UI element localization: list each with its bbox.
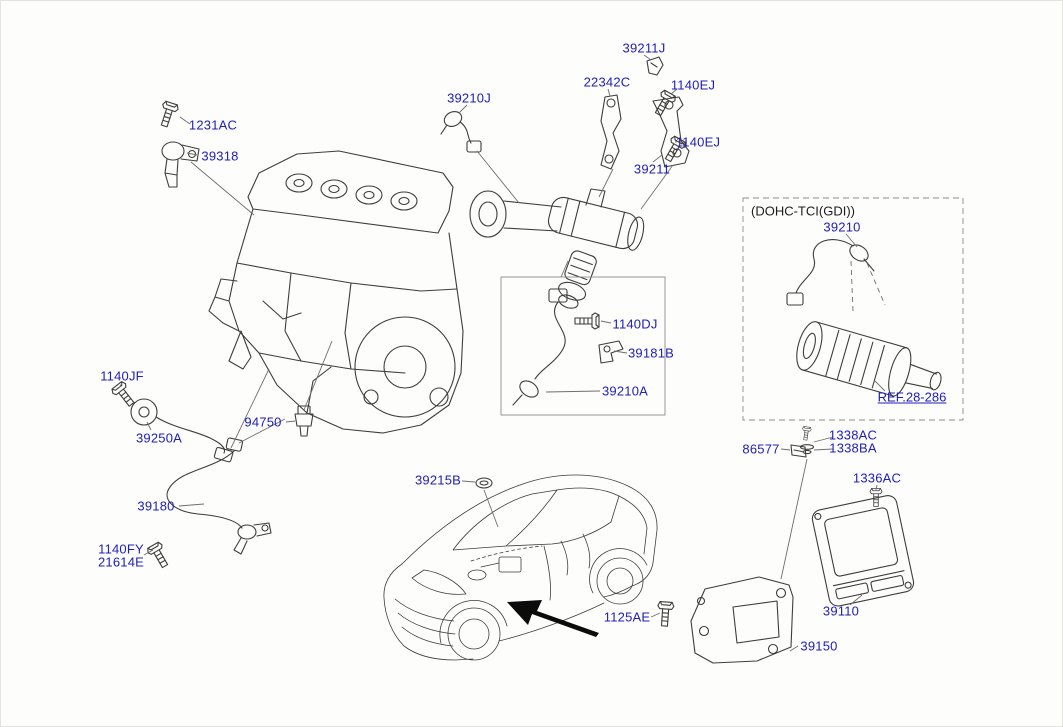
- part-label-1140ej-5[interactable]: 1140EJ: [670, 77, 716, 93]
- camshaft-sensor-drawing: [161, 141, 200, 188]
- part-label-39150-24[interactable]: 39150: [800, 638, 838, 654]
- part-label-1140dj-9[interactable]: 1140DJ: [612, 316, 658, 332]
- part-label-39215b-18[interactable]: 39215B: [414, 472, 462, 488]
- clip-86577-drawing: [790, 444, 807, 458]
- leader-lines: [118, 54, 886, 652]
- grommet-drawing: [475, 477, 493, 489]
- part-label-39210-8[interactable]: 39210: [823, 219, 861, 235]
- crankshaft-sensor-harness-drawing: [166, 437, 272, 555]
- part-label-1140fy-16[interactable]: 1140FY: [98, 541, 144, 557]
- oxygen-sensor-39210a-drawing: [500, 276, 666, 416]
- oxygen-sensor-39210-drawing: [786, 239, 875, 306]
- part-label-94750-14[interactable]: 94750: [244, 414, 282, 430]
- part-label-1338ba-21[interactable]: 1338BA: [829, 440, 877, 456]
- part-label-39250a-13[interactable]: 39250A: [135, 430, 183, 446]
- part-label-39180-15[interactable]: 39180: [137, 498, 175, 514]
- part-label-1125ae-25[interactable]: 1125AE: [603, 609, 651, 625]
- washer-1338-drawing: [799, 444, 815, 455]
- knock-sensor-drawing: [130, 398, 234, 463]
- car-drawing: [383, 474, 658, 661]
- clip-39211j-drawing: [646, 56, 664, 76]
- bolt-1231ac: [156, 100, 180, 129]
- ref-link[interactable]: REF.28-286: [877, 389, 947, 405]
- oxygen-sensor-39210j-drawing: [440, 111, 482, 153]
- part-label-1231ac-0[interactable]: 1231AC: [188, 117, 238, 133]
- part-label-39210j-2[interactable]: 39210J: [447, 90, 491, 106]
- bolt-1140fy: [145, 540, 173, 571]
- part-label-1140jf-12[interactable]: 1140JF: [100, 368, 144, 384]
- part-label-1338ac-20[interactable]: 1338AC: [828, 427, 878, 443]
- bolt-1140jf: [109, 379, 139, 410]
- ecu-drawing: [811, 495, 915, 607]
- ecu-bracket-drawing: [690, 576, 794, 664]
- engine-drawing: [208, 150, 464, 434]
- bracket-22342c-drawing: [600, 94, 622, 170]
- part-label-1336ac-22[interactable]: 1336AC: [852, 470, 902, 486]
- exhaust-assembly-drawing: [469, 188, 645, 309]
- part-label-39181b-10[interactable]: 39181B: [627, 345, 675, 361]
- part-label-39110-23[interactable]: 39110: [822, 603, 860, 619]
- oil-pressure-switch-drawing: [294, 405, 314, 437]
- part-label-21614e-17[interactable]: 21614E: [97, 554, 145, 570]
- location-arrow: [507, 600, 599, 637]
- part-label-22342c-4[interactable]: 22342C: [583, 74, 631, 90]
- catalytic-converter-drawing: [796, 321, 942, 397]
- part-label-86577-19[interactable]: 86577: [742, 441, 780, 457]
- part-label-39210a-11[interactable]: 39210A: [601, 383, 649, 399]
- bolt-1140dj: [574, 312, 600, 330]
- variant-box: [742, 197, 964, 421]
- part-label-1140ej-6[interactable]: 1140EJ: [675, 134, 721, 150]
- part-label-39211-7[interactable]: 39211: [633, 161, 671, 177]
- part-label-39211j-3[interactable]: 39211J: [622, 40, 666, 56]
- part-label-39318-1[interactable]: 39318: [201, 148, 239, 164]
- stud-1338-drawing: [800, 425, 812, 441]
- bolt-1125ae: [655, 600, 675, 628]
- variant-note: (DOHC-TCI(GDI)): [751, 203, 855, 219]
